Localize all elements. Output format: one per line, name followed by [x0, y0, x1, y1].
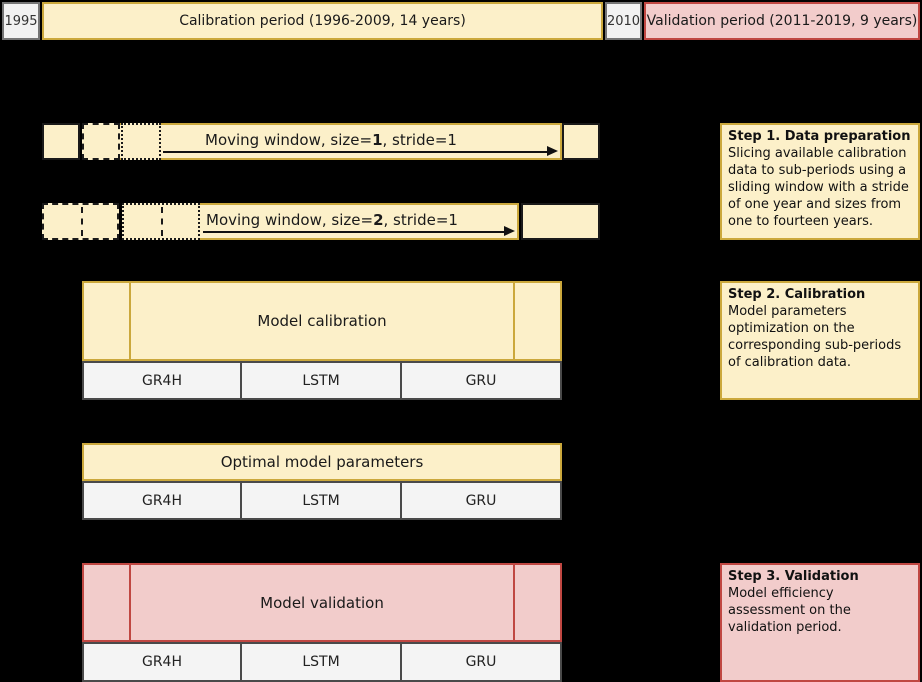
mw2-label-prefix: Moving window, size= [206, 211, 374, 229]
optimal-parameters-box: Optimal model parameters [82, 443, 562, 481]
model-label-gr4h: GR4H [141, 492, 182, 509]
model-label-lstm: LSTM [302, 492, 340, 509]
validation-period-bar: Validation period (2011-2019, 9 years) [644, 2, 920, 40]
mw1-end-position-box [562, 123, 600, 160]
model-label-gru: GRU [465, 492, 497, 509]
mw1-window-position-2 [82, 123, 120, 160]
mw2-arrow-line [203, 231, 505, 233]
mw2-arrow-head [504, 226, 515, 236]
model-box-gr4h: GR4H [82, 361, 242, 400]
model-box-gr4h: GR4H [82, 642, 242, 682]
mw1-start-position-box [42, 123, 80, 160]
model-box-gr4h: GR4H [82, 481, 242, 520]
calibration-subperiod-divider-right [513, 283, 515, 359]
validation-subperiod-divider-left [129, 565, 131, 640]
mw2-end-position-box [521, 203, 600, 240]
model-validation-box: Model validation [82, 563, 562, 642]
validation-subperiod-divider-right [513, 565, 515, 640]
step-2-title: Step 2. Calibration [728, 287, 866, 302]
mw1-calibration-bar [82, 123, 562, 160]
model-label-gru: GRU [465, 372, 497, 389]
mw2-window-position-1 [42, 203, 119, 240]
model-label-lstm: LSTM [302, 654, 340, 670]
mw1-label-suffix: , stride=1 [382, 131, 457, 149]
mw1-label-size: 1 [372, 131, 383, 149]
calibration-period-label: Calibration period (1996-2009, 14 years) [179, 13, 466, 29]
model-label-gr4h: GR4H [141, 654, 182, 670]
step-2-body: Model parameters optimization on the cor… [728, 304, 902, 370]
model-label-lstm: LSTM [302, 372, 340, 389]
mw1-label: Moving window, size=1, stride=1 [205, 131, 457, 149]
model-box-lstm: LSTM [240, 481, 402, 520]
step-3-body: Model efficiency assessment on the valid… [728, 586, 851, 635]
year-1995-box: 1995 [2, 2, 40, 40]
model-calibration-box: Model calibration [82, 281, 562, 361]
year-2010-box: 2010 [605, 2, 642, 40]
validation-period-label: Validation period (2011-2019, 9 years) [646, 13, 918, 29]
model-label-gru: GRU [465, 654, 497, 670]
model-box-gru: GRU [400, 642, 562, 682]
optimal-parameters-title: Optimal model parameters [220, 453, 424, 471]
mw2-pos2-year-divider [161, 207, 163, 236]
step-1-title: Step 1. Data preparation [728, 129, 911, 144]
model-box-gru: GRU [400, 481, 562, 520]
mw1-arrow-line [163, 151, 548, 153]
step-1-body: Slicing available calibration data to su… [728, 146, 909, 229]
step-1-box: Step 1. Data preparation Slicing availab… [720, 123, 920, 240]
mw2-pos1-year-divider [80, 207, 83, 236]
mw2-label-suffix: , stride=1 [383, 211, 458, 229]
step-2-box: Step 2. Calibration Model parameters opt… [720, 281, 920, 400]
model-box-lstm: LSTM [240, 642, 402, 682]
mw1-label-prefix: Moving window, size= [205, 131, 373, 149]
model-label-gr4h: GR4H [141, 372, 182, 389]
step-3-title: Step 3. Validation [728, 569, 859, 584]
model-calibration-title: Model calibration [257, 312, 387, 330]
year-2010-label: 2010 [606, 13, 641, 29]
mw2-label-size: 2 [373, 211, 384, 229]
model-validation-title: Model validation [260, 593, 384, 612]
calibration-subperiod-divider-left [129, 283, 131, 359]
mw1-arrow-head [547, 146, 558, 156]
step-3-box: Step 3. Validation Model efficiency asse… [720, 563, 920, 682]
model-box-gru: GRU [400, 361, 562, 400]
mw1-window-position-3 [121, 123, 161, 160]
year-1995-label: 1995 [4, 13, 38, 29]
mw2-window-position-2 [122, 203, 200, 240]
mw2-label: Moving window, size=2, stride=1 [206, 211, 458, 229]
calibration-period-bar: Calibration period (1996-2009, 14 years) [42, 2, 603, 40]
model-box-lstm: LSTM [240, 361, 402, 400]
